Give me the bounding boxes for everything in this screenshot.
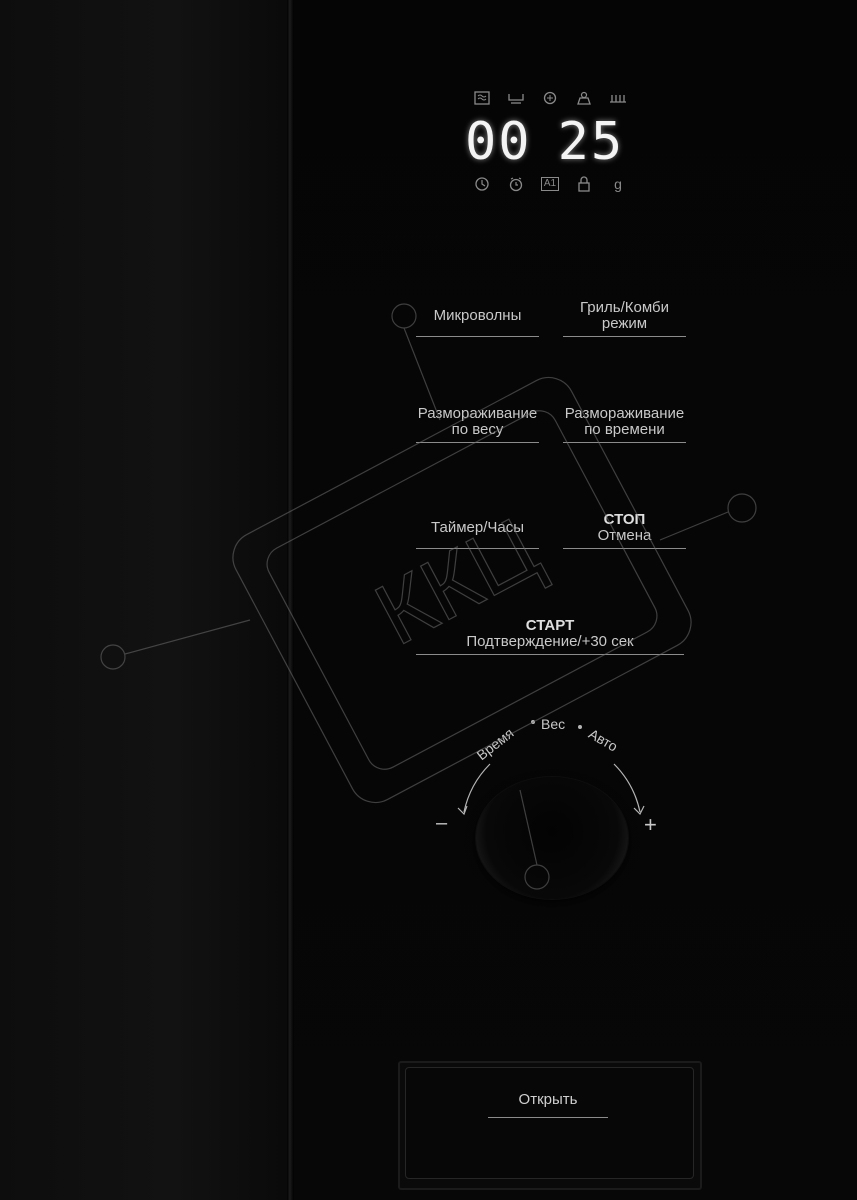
weight-icon: g [601,174,635,194]
start-sublabel: Подтверждение/+30 сек [466,633,634,650]
microwave-button[interactable]: Микроволны [416,296,539,337]
combi-icon [567,88,601,108]
defrost-by-weight-button[interactable]: Размораживание по весу [416,402,539,443]
grill-combi-button[interactable]: Гриль/Комби режим [563,296,686,337]
open-door-label: Открыть [488,1081,608,1118]
grill-button-label-2: режим [601,315,648,332]
defrost-weight-label-1: Размораживание [417,405,538,422]
timer-clock-label: Таймер/Часы [431,519,524,536]
defrost-weight-label-2: по весу [451,421,504,438]
rack-icon [601,88,635,108]
dial-minus-label: – [436,812,448,834]
time-display: 00 25 [465,112,625,172]
clock-icon [465,174,499,194]
weight-label: g [614,176,622,192]
auto-label: A1 [540,177,560,191]
timer-icon [499,174,533,194]
microwave-icon [465,88,499,108]
stop-label: СТОП [603,511,646,528]
open-door-button[interactable] [405,1067,694,1179]
defrost-by-time-button[interactable]: Размораживание по времени [563,402,686,443]
display-minutes: 00 [465,112,532,172]
start-label: СТАРТ [525,617,575,634]
selector-dial-area: Время Вес Авто – + [428,700,678,910]
grill-button-label-1: Гриль/Комби [580,299,669,316]
grill-icon [499,88,533,108]
timer-clock-button[interactable]: Таймер/Часы [416,508,539,549]
display-status-icons: A1 g [465,174,635,194]
stop-cancel-button[interactable]: СТОП Отмена [563,508,686,549]
lock-icon [567,174,601,194]
dial-label-weight: Вес [541,716,566,732]
panel-divider [287,0,294,1200]
cancel-label: Отмена [597,527,652,544]
dial-plus-label: + [644,812,657,837]
start-button[interactable]: СТАРТ Подтверждение/+30 сек [416,614,684,655]
selector-knob[interactable] [476,777,628,899]
defrost-time-label-1: Размораживание [564,405,685,422]
auto-icon: A1 [533,174,567,194]
defrost-time-label-2: по времени [584,421,665,438]
display-seconds: 25 [557,112,625,172]
microwave-button-label: Микроволны [433,307,522,324]
defrost-icon [533,88,567,108]
microwave-door-panel [0,0,287,1200]
display-mode-icons [465,88,635,108]
